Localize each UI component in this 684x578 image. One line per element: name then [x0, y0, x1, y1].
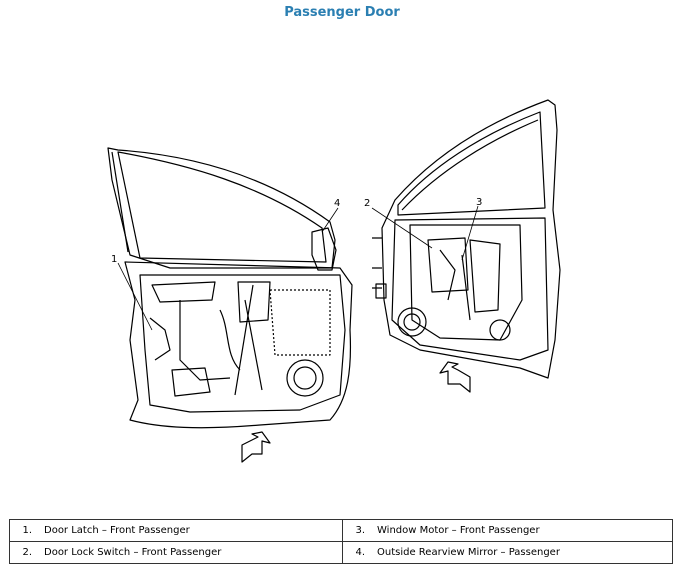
legend-num: 1.: [22, 525, 32, 536]
legend-label: Outside Rearview Mirror – Passenger: [377, 547, 560, 558]
legend-row: 1. Door Latch – Front Passenger 3. Window …: [9, 519, 673, 542]
callout-3: 3: [476, 197, 483, 208]
legend-label: Door Latch – Front Passenger: [44, 525, 190, 536]
legend-item-3: 3. Window Motor – Front Passenger: [342, 519, 673, 542]
legend-label: Window Motor – Front Passenger: [377, 525, 540, 536]
callout-4: 4: [334, 198, 341, 209]
left-door: [107, 147, 353, 463]
diagram-title: Passenger Door: [284, 5, 400, 20]
door-diagram: [107, 99, 561, 463]
legend-num: 2.: [22, 547, 32, 558]
legend-item-4: 4. Outside Rearview Mirror – Passenger: [342, 541, 673, 564]
callout-1: 1: [111, 254, 118, 265]
legend-item-1: 1. Door Latch – Front Passenger: [9, 519, 343, 542]
legend-table: 1. Door Latch – Front Passenger 3. Window …: [9, 519, 673, 564]
right-door: [371, 99, 561, 393]
legend-num: 3.: [355, 525, 365, 536]
legend-label: Door Lock Switch – Front Passenger: [44, 547, 222, 558]
legend-row: 2. Door Lock Switch – Front Passenger 4. O…: [9, 541, 673, 564]
legend-item-2: 2. Door Lock Switch – Front Passenger: [9, 541, 343, 564]
legend-num: 4.: [355, 547, 365, 558]
callout-2: 2: [364, 198, 371, 209]
